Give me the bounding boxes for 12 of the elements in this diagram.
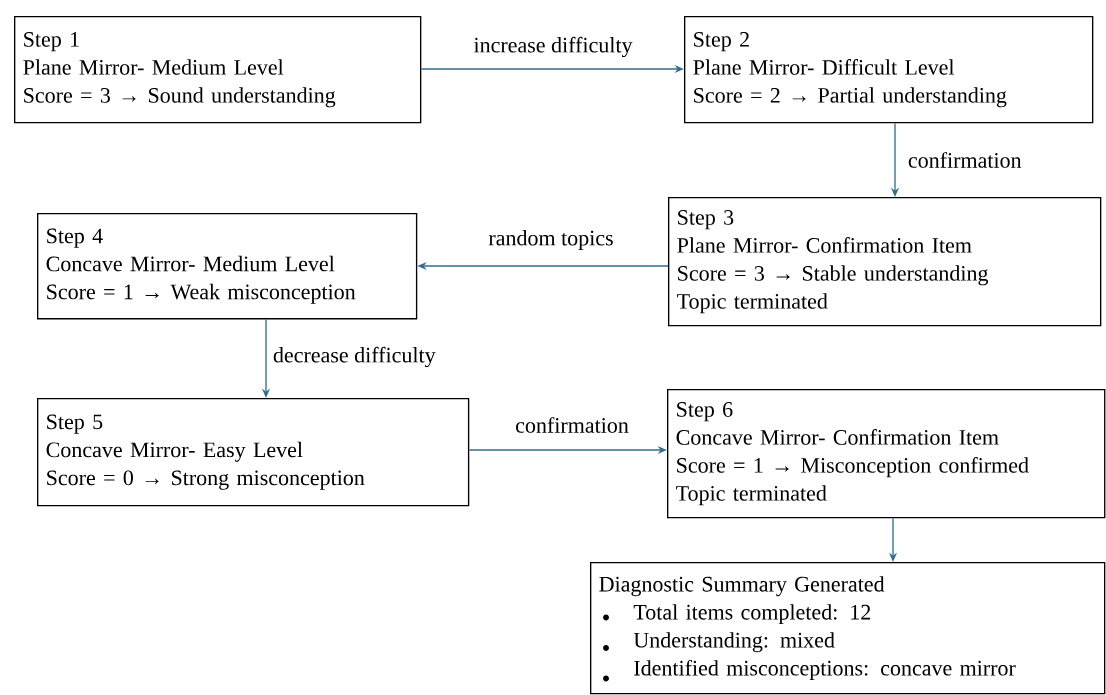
step-box: Step 2 Plane Mirror- Difficult Level Score = 2 → Partial understanding (684, 16, 1094, 124)
step-box: Step 4 Concave Mirror- Medium Level Score = 1 → Weak misconception (37, 213, 418, 320)
edge-label: confirmation (512, 414, 632, 436)
step-box: Diagnostic Summary Generated Total items completed: 12 Understanding: mixed Identified misconceptions: concave mirror (590, 562, 1106, 695)
edge-label: decrease difficulty (270, 344, 439, 370)
step-box: Step 6 Concave Mirror- Confirmation Item Score = 1 → Misconception confirmed Topic terminated (667, 389, 1106, 519)
step-box: Step 3 Plane Mirror- Confirmation Item Score = 3 → Stable understanding Topic terminated (668, 197, 1102, 327)
step-box: Step 5 Concave Mirror- Easy Level Score = 0 → Strong misconception (37, 398, 470, 507)
step-box: Step 1 Plane Mirror- Medium Level Score = 3 → Sound understanding (14, 16, 422, 124)
edge-label: increase difficulty (470, 34, 636, 60)
edge-label: confirmation (905, 149, 1025, 171)
edge-label: random topics (485, 227, 617, 253)
